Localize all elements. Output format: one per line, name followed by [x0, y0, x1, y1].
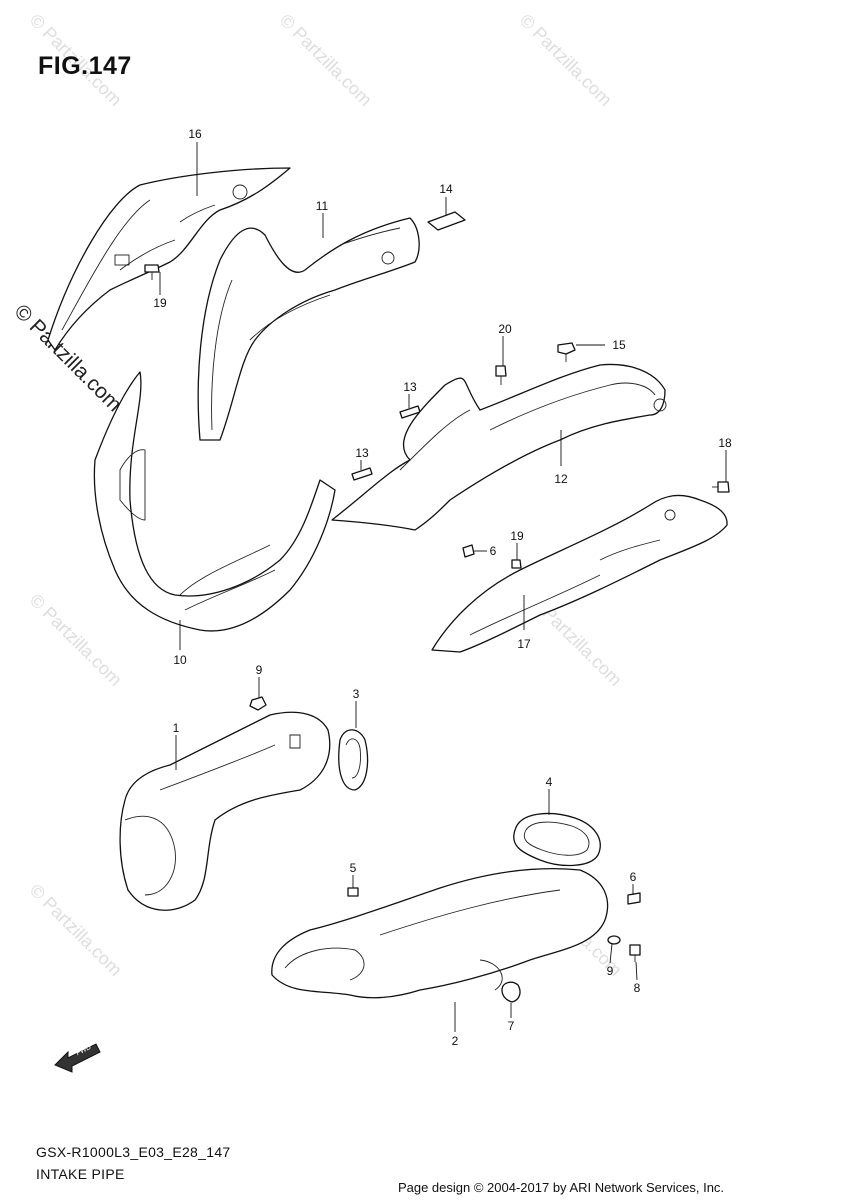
- part-3-seal: [338, 729, 369, 791]
- fwd-arrow-icon: [54, 1043, 101, 1073]
- callout-19[interactable]: 19: [510, 529, 524, 543]
- callout-18[interactable]: 18: [718, 436, 732, 450]
- part-13-pad-lower: [351, 467, 373, 481]
- part-2-intake-pipe-right: [271, 868, 609, 999]
- part-10-cowl-lower: [93, 371, 336, 632]
- part-1-intake-pipe-left: [119, 711, 331, 911]
- part-19-screw-upper: [144, 264, 160, 280]
- callout-20[interactable]: 20: [498, 322, 512, 336]
- part-12-side-panel: [331, 363, 667, 531]
- callout-3[interactable]: 3: [352, 687, 360, 701]
- part-8-bolt: [629, 944, 641, 962]
- callout-1[interactable]: 1: [172, 721, 180, 735]
- callout-2[interactable]: 2: [451, 1034, 459, 1048]
- part-17-lower-side-panel: [431, 494, 728, 653]
- part-9-nut-upper: [249, 696, 267, 711]
- callout-6[interactable]: 6: [629, 870, 637, 884]
- part-6-clip: [627, 892, 641, 905]
- callout-13[interactable]: 13: [403, 380, 417, 394]
- callout-11[interactable]: 11: [315, 199, 329, 213]
- diagram-name: INTAKE PIPE: [36, 1166, 125, 1182]
- callout-9[interactable]: 9: [606, 964, 614, 978]
- part-15-rivet: [557, 342, 576, 362]
- callout-16[interactable]: 16: [188, 127, 202, 141]
- part-20-screw: [495, 365, 507, 385]
- callout-17[interactable]: 17: [517, 637, 531, 651]
- part-14-pad: [427, 211, 466, 231]
- part-11-cowl-upper: [197, 217, 420, 441]
- figure-title: FIG.147: [38, 52, 132, 80]
- part-7-grommet: [501, 981, 521, 1003]
- callout-7[interactable]: 7: [507, 1019, 515, 1033]
- part-19-screw-lower: [511, 559, 522, 569]
- callout-9[interactable]: 9: [255, 663, 263, 677]
- part-16-inner-panel: [47, 167, 291, 351]
- callout-8[interactable]: 8: [633, 981, 641, 995]
- callout-15[interactable]: 15: [612, 338, 626, 352]
- callout-4[interactable]: 4: [545, 775, 553, 789]
- part-18-screw: [712, 481, 730, 493]
- callout-14[interactable]: 14: [439, 182, 453, 196]
- part-4-seal-ring: [513, 812, 601, 867]
- part-9-washer-lower: [607, 935, 621, 945]
- callout-12[interactable]: 12: [554, 472, 568, 486]
- callout-5[interactable]: 5: [349, 861, 357, 875]
- diagram-code: GSX-R1000L3_E03_E28_147: [36, 1144, 231, 1160]
- callout-19[interactable]: 19: [153, 296, 167, 310]
- copyright-text: Page design © 2004-2017 by ARI Network S…: [397, 1180, 725, 1195]
- callout-10[interactable]: 10: [173, 653, 187, 667]
- leader-lines: [159, 142, 727, 1032]
- callout-6[interactable]: 6: [489, 544, 497, 558]
- copyright-notice: Page design © 2004-2017 by ARI Network S…: [0, 1180, 847, 1195]
- callout-13[interactable]: 13: [355, 446, 369, 460]
- part-6-nut: [462, 544, 475, 558]
- part-5-screw: [347, 887, 359, 897]
